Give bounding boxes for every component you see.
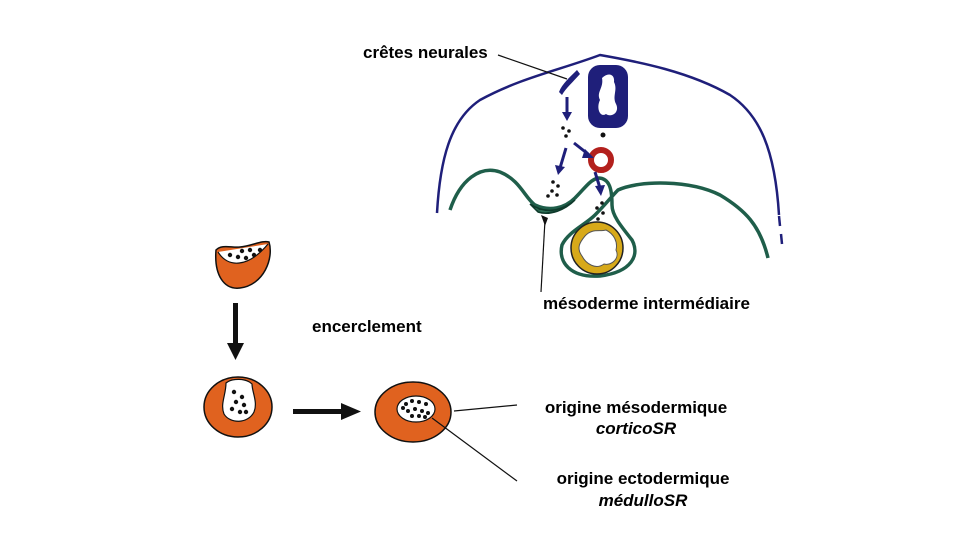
coelomic-epithelium: [448, 168, 770, 278]
migration-arrow-4: [593, 171, 602, 189]
intermediate-mesoderm-shape: [529, 199, 576, 214]
label-intermediate-mesoderm: mésoderme intermédiaire: [543, 294, 750, 313]
embryo-outline-dash-1: [777, 215, 782, 227]
dorsal-aorta-ring: [588, 147, 614, 173]
leader-line-medulla: [431, 417, 518, 482]
migrating-cells: [546, 126, 605, 221]
right-arrow-shaft: [293, 409, 343, 414]
embryo-outer-outline: [435, 53, 781, 216]
primordium-encircling: [203, 376, 273, 438]
migration-arrow-1-head: [562, 112, 572, 121]
label-medullo-sr: médulloSR: [598, 491, 688, 510]
neural-crest-cell: [559, 70, 580, 95]
migration-arrow-2: [558, 147, 568, 169]
migration-arrow-2-head: [555, 165, 565, 175]
down-arrow-shaft: [233, 303, 238, 345]
notochord-dot: [600, 132, 606, 138]
gut-lumen: [578, 229, 618, 267]
embryo-outline-dash-2: [779, 233, 784, 245]
down-arrow-head: [227, 343, 244, 360]
primordium-cup: [215, 240, 271, 289]
label-mesodermal-origin: origine mésodermique: [544, 398, 728, 417]
label-cortico-sr: corticoSR: [595, 419, 677, 438]
right-arrow-head: [341, 403, 361, 420]
label-encircling: encerclement: [312, 317, 422, 336]
label-ectodermal-origin: origine ectodermique: [556, 469, 730, 488]
adrenal-gland: [374, 381, 452, 443]
leader-line-intermediate-mesoderm-head: [541, 215, 548, 226]
leader-line-intermediate-mesoderm: [540, 219, 546, 293]
neural-tube-lumen: [598, 74, 618, 116]
migration-arrow-3-head: [582, 149, 594, 158]
label-neural-crest: crêtes neurales: [363, 43, 488, 62]
leader-line-cortex: [453, 404, 518, 412]
leader-line-neural-crest: [497, 54, 568, 80]
migration-arrow-4-head: [595, 185, 605, 196]
